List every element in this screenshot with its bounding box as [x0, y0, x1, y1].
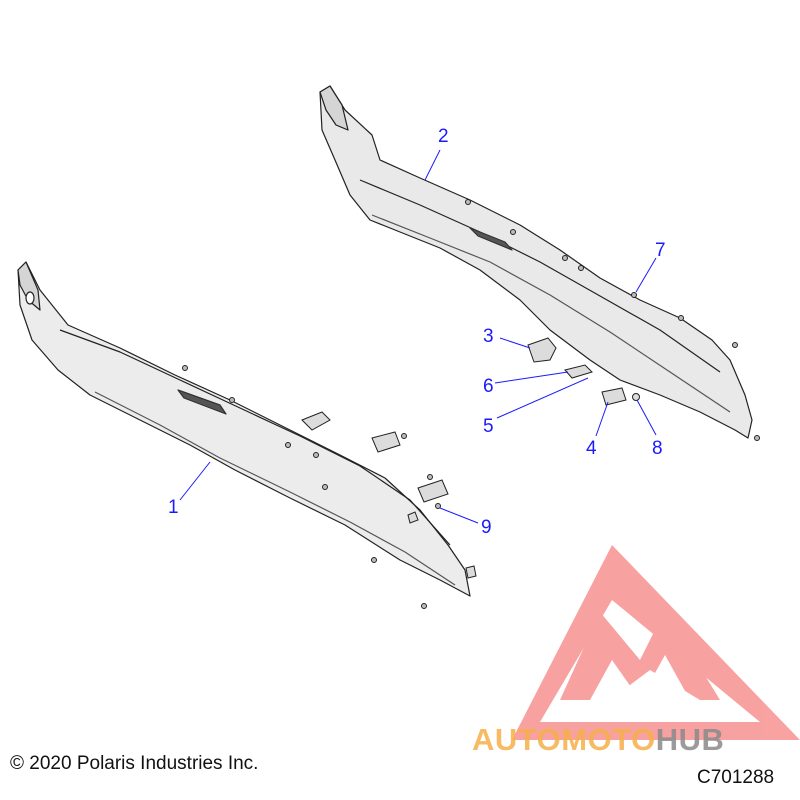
screw: [313, 452, 319, 458]
callout-3: 3: [483, 326, 494, 347]
logo-m-shape: [560, 610, 720, 700]
rocker-panel-upper-rib-line: [359, 179, 721, 373]
leader-2: [424, 149, 441, 181]
rocker-panel-upper-body: [319, 85, 753, 439]
rocker-panel-upper-lower-edge: [371, 214, 731, 413]
bracket-mid: [371, 431, 401, 453]
screws: [182, 199, 760, 609]
leader-3: [499, 337, 531, 349]
callout-4: 4: [586, 438, 597, 459]
screw: [465, 199, 471, 205]
screw: [435, 503, 441, 509]
screw: [322, 484, 328, 490]
screw: [182, 365, 188, 371]
rocker-panel-lower-top-edge: [59, 329, 451, 546]
automotohub-logo: [512, 545, 800, 740]
callout-2: 2: [438, 126, 449, 147]
rocker-panel-lower-grille: [177, 389, 227, 415]
clip-6: [564, 364, 593, 379]
leader-7: [635, 257, 657, 293]
leader-4: [595, 401, 609, 437]
screw: [285, 442, 291, 448]
screw: [578, 265, 584, 271]
screw: [631, 292, 637, 298]
clip-end: [465, 565, 477, 579]
bracket-3: [527, 337, 557, 363]
leader-5: [496, 377, 589, 419]
watermark-brand-part2: HUB: [656, 722, 725, 757]
hardware: [301, 337, 640, 579]
leader-lines: [179, 149, 657, 524]
screw: [421, 603, 427, 609]
rocker-panel-lower-hole: [25, 291, 35, 305]
bracket-4: [601, 387, 627, 406]
logo-triangle-outer: [512, 545, 800, 740]
screw: [562, 255, 568, 261]
screw: [754, 435, 760, 441]
screw: [427, 474, 433, 480]
figure-id: C701288: [697, 767, 775, 788]
leader-8: [636, 399, 657, 436]
logo-inner-triangle: [610, 670, 700, 700]
callout-6: 6: [483, 376, 494, 397]
rocker-panel-lower: [17, 261, 471, 597]
rocker-panel-upper: [319, 85, 753, 439]
leader-9: [439, 507, 479, 524]
callout-5: 5: [483, 416, 494, 437]
rocker-panel-upper-grille: [469, 227, 513, 251]
rocker-panel-lower-bottom-edge: [94, 391, 456, 586]
callouts: 1 2 3 4 5 6 7 8 9: [168, 126, 666, 538]
screw: [678, 315, 684, 321]
watermark-brand: AUTOMOTOHUB: [472, 722, 724, 757]
rocker-panel-upper-end-cap: [319, 85, 349, 131]
nut-8: [632, 393, 640, 401]
callout-8: 8: [652, 438, 663, 459]
callout-1: 1: [168, 497, 179, 518]
bracket-left: [301, 411, 331, 431]
leader-6: [494, 371, 569, 384]
bracket-9-mount: [417, 479, 449, 503]
screw: [229, 397, 235, 403]
copyright-notice: © 2020 Polaris Industries Inc.: [10, 753, 259, 774]
callout-7: 7: [655, 240, 666, 261]
screw: [371, 557, 377, 563]
rocker-panel-lower-body: [17, 261, 471, 597]
screw: [510, 229, 516, 235]
leader-1: [179, 461, 211, 501]
screw: [401, 433, 407, 439]
callout-9: 9: [481, 517, 492, 538]
clip-lower: [407, 511, 419, 524]
watermark-brand-part1: AUTOMOTO: [472, 722, 656, 757]
screw: [732, 342, 738, 348]
